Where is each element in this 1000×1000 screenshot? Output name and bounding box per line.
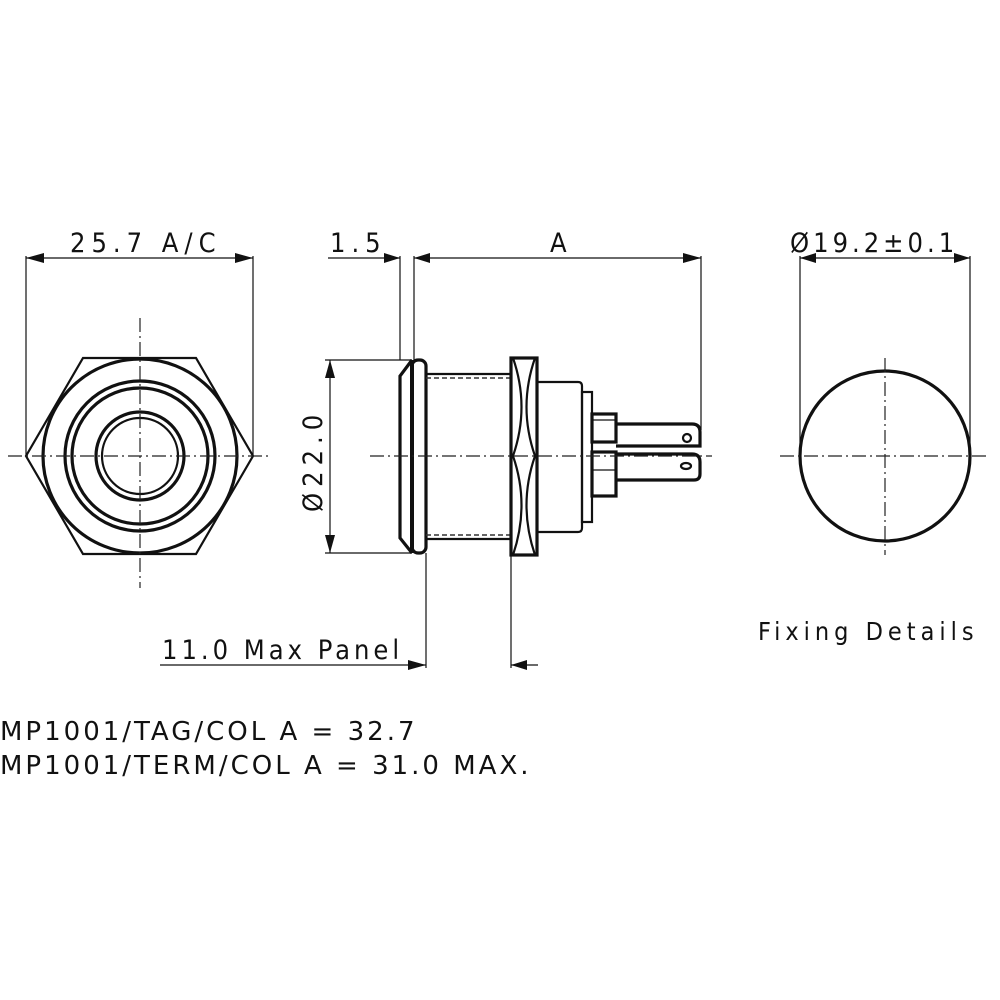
bezel-diameter-dimension: Ø22.0: [298, 409, 329, 512]
rear-housing: [537, 380, 584, 534]
front-view: 25.7 A/C: [8, 228, 272, 588]
terminal-base-lower: [590, 450, 618, 498]
terminal-hole-upper: [681, 432, 693, 444]
terminal-tag-lower: [616, 452, 702, 482]
bezel-thickness-dimension: 1.5: [330, 228, 387, 259]
arrow-icon: [325, 360, 335, 378]
nut-curve-right: [525, 357, 537, 556]
panel-hole-diameter-dimension: Ø19.2±0.1: [790, 228, 958, 259]
arrow-icon: [800, 253, 816, 263]
nut-side: [509, 356, 539, 557]
terminal-tag-upper: [616, 422, 702, 448]
across-corners-dimension: 25.7 A/C: [70, 228, 222, 259]
overall-length-dimension: A: [550, 228, 573, 259]
max-panel-dimension: 11.0 Max Panel: [162, 635, 403, 666]
arrow-icon: [325, 535, 335, 553]
bezel-chamfer: [398, 359, 414, 554]
arrow-icon: [954, 253, 970, 263]
arrow-icon: [408, 660, 426, 670]
terminal-hole-lower: [679, 461, 693, 471]
arrow-right-icon: [235, 253, 253, 263]
side-view: 1.5 A Ø22.0: [160, 228, 712, 670]
fixing-details-caption: Fixing Details: [758, 617, 979, 646]
arrow-icon: [384, 253, 400, 263]
terminal-base-upper: [590, 412, 618, 444]
fixing-details-view: Ø19.2±0.1 Fixing Details: [758, 228, 990, 646]
nut-curve-left: [511, 357, 523, 556]
notes: MP1001/TAG/COL A = 32.7 MP1001/TERM/COL …: [0, 717, 532, 781]
note-term-variant: MP1001/TERM/COL A = 31.0 MAX.: [0, 751, 532, 781]
arrow-icon: [683, 253, 701, 263]
note-tag-variant: MP1001/TAG/COL A = 32.7: [0, 717, 418, 747]
arrow-left-icon: [26, 253, 44, 263]
